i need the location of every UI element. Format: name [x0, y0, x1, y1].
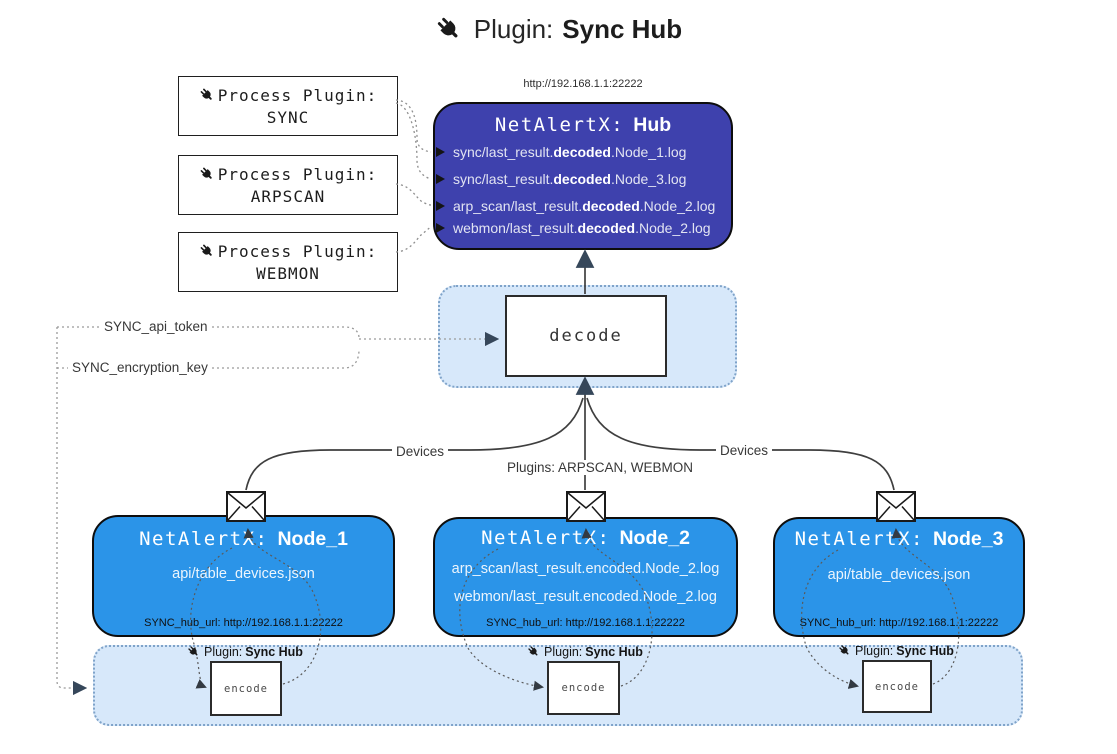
node-hub-url: SYNC_hub_url: http://192.168.1.1:22222 [486, 617, 685, 629]
node-box-node-2: NetAlertX: Node_2 arp_scan/last_result.e… [433, 517, 738, 637]
hub-log-row: arp_scan/last_result.decoded.Node_2.log [436, 195, 727, 217]
plug-icon [187, 645, 201, 659]
process-plugin-label: Process Plugin: [217, 241, 378, 261]
encode-box: encode [210, 661, 282, 716]
plug-icon [199, 87, 216, 104]
hub-log-row: webmon/last_result.decoded.Node_2.log [436, 217, 727, 239]
process-plugin-name: ARPSCAN [250, 186, 326, 206]
node-file: api/table_devices.json [172, 566, 315, 582]
process-plugin-header: Process Plugin: [199, 242, 378, 261]
node-box-node-3: NetAlertX: Node_3 api/table_devices.json… [773, 517, 1025, 637]
encode-box: encode [547, 661, 620, 715]
hub-name-prefix: NetAlertX: [494, 114, 625, 136]
page-title: Plugin: Sync Hub [0, 14, 1117, 45]
envelope-icon [876, 491, 916, 527]
node-title: NetAlertX: Node_2 [481, 527, 690, 549]
encoder-plugin-label: Plugin: Sync Hub [485, 645, 685, 659]
hub-log-row: sync/last_result.decoded.Node_1.log [436, 141, 727, 163]
envelope-icon [566, 491, 606, 527]
node-file: webmon/last_result.encoded.Node_2.log [454, 589, 717, 605]
edge-label-devices-left: Devices [392, 444, 449, 459]
node-hub-url: SYNC_hub_url: http://192.168.1.1:22222 [799, 617, 999, 629]
process-plugin-box-sync: Process Plugin: SYNC [178, 76, 398, 136]
arrow-right-icon [436, 223, 445, 233]
encoder-plugin-label: Plugin: Sync Hub [796, 644, 996, 658]
encode-box: encode [862, 660, 932, 713]
node-file: arp_scan/last_result.encoded.Node_2.log [451, 561, 720, 577]
arrow-right-icon [436, 201, 445, 211]
hub-name-bold: Hub [633, 114, 672, 136]
plug-icon [199, 243, 216, 260]
sync-encryption-key-label: SYNC_encryption_key [68, 360, 212, 375]
hub-title: NetAlertX: Hub [435, 114, 731, 137]
process-plugin-name: WEBMON [256, 263, 320, 283]
node-title: NetAlertX: Node_3 [794, 528, 1004, 550]
process-plugin-header: Process Plugin: [199, 165, 378, 184]
hub-box: NetAlertX: Hub sync/last_result.decoded.… [433, 102, 733, 250]
encoder-plugin-label: Plugin: Sync Hub [145, 645, 345, 659]
plug-icon [838, 644, 852, 658]
edge-label-devices-right: Devices [716, 443, 773, 458]
envelope-icon [226, 491, 266, 527]
hub-log-row: sync/last_result.decoded.Node_3.log [436, 168, 727, 190]
title-prefix: Plugin: [473, 14, 554, 44]
node-box-node-1: NetAlertX: Node_1 api/table_devices.json… [92, 515, 395, 637]
process-plugin-label: Process Plugin: [217, 164, 378, 184]
node-title: NetAlertX: Node_1 [139, 528, 348, 550]
process-plugin-header: Process Plugin: [199, 86, 378, 105]
node-hub-url: SYNC_hub_url: http://192.168.1.1:22222 [144, 617, 343, 629]
process-plugin-label: Process Plugin: [217, 85, 378, 105]
node-file: api/table_devices.json [827, 567, 971, 583]
arrow-right-icon [436, 174, 445, 184]
plug-icon [199, 166, 216, 183]
plug-icon [435, 15, 465, 45]
hub-url: http://192.168.1.1:22222 [523, 78, 643, 90]
sync-api-token-label: SYNC_api_token [100, 319, 212, 334]
plug-icon [527, 645, 541, 659]
arrow-right-icon [436, 147, 445, 157]
edge-label-plugins: Plugins: ARPSCAN, WEBMON [503, 460, 698, 475]
process-plugin-box-webmon: Process Plugin: WEBMON [178, 232, 398, 292]
process-plugin-name: SYNC [266, 107, 310, 127]
title-bold: Sync Hub [562, 14, 683, 44]
decode-box: decode [505, 295, 667, 377]
process-plugin-box-arpscan: Process Plugin: ARPSCAN [178, 155, 398, 215]
